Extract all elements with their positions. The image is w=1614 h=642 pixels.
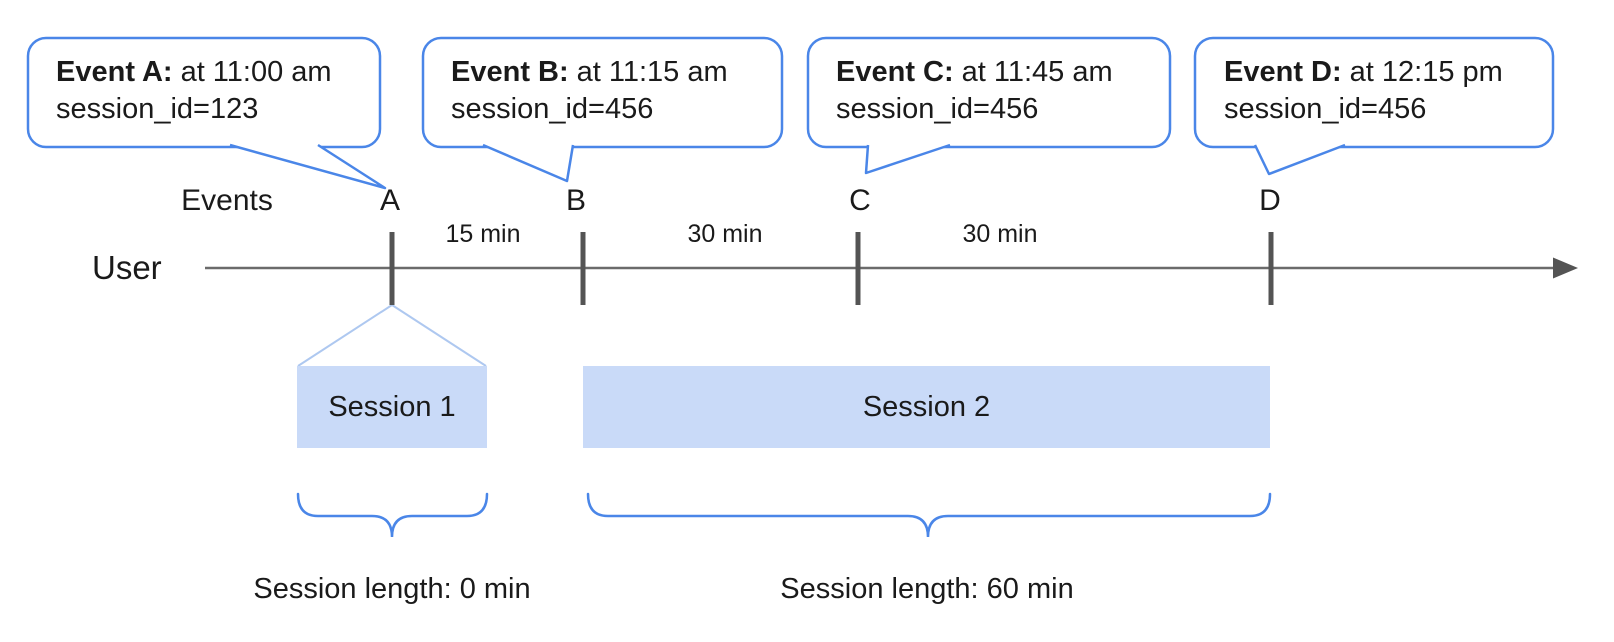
event-c-letter: C: [849, 184, 871, 217]
bubble-a-tail: [229, 143, 387, 190]
interval-b-c-label: 30 min: [687, 220, 763, 248]
bubble-b-shape: [421, 36, 784, 149]
event-c-bubble-line1: Event C:at 11:45 am: [836, 54, 1113, 91]
timeline-arrow: [205, 257, 1578, 279]
event-d-bubble: Event D:at 12:15 pm session_id=456: [1224, 54, 1503, 128]
event-d-bubble-line1: Event D:at 12:15 pm: [1224, 54, 1503, 91]
event-b-session-id: session_id=456: [451, 93, 654, 125]
session-length-braces: [296, 492, 1272, 538]
interval-a-b-label: 15 min: [445, 220, 521, 248]
event-c-time: at 11:45 am: [961, 56, 1113, 88]
event-a-title: Event A:: [56, 56, 173, 88]
session1-brace: [296, 492, 489, 538]
event-b-time: at 11:15 am: [576, 56, 728, 88]
session2-length-label: Session length: 60 min: [780, 573, 1074, 605]
event-d-letter: D: [1259, 184, 1281, 217]
session1-length-label: Session length: 0 min: [253, 573, 531, 605]
event-c-bubble: Event C:at 11:45 am session_id=456: [836, 54, 1113, 128]
event-b-letter: B: [565, 184, 587, 217]
arrowhead-icon: [1553, 257, 1578, 279]
session1-funnel-lines: [297, 304, 487, 367]
session2-box: [583, 366, 1270, 448]
session1-box: [297, 366, 487, 448]
user-row-label: User: [92, 249, 162, 286]
bubble-d-shape: [1193, 36, 1555, 149]
bubble-d-tail: [1253, 143, 1346, 176]
events-axis-label: Events: [181, 184, 273, 217]
session2-brace: [586, 492, 1272, 538]
event-b-bubble: Event B:at 11:15 am session_id=456: [451, 54, 728, 128]
bubble-a-shape: [26, 36, 382, 149]
event-c-session-id: session_id=456: [836, 93, 1039, 125]
event-b-title: Event B:: [451, 56, 569, 88]
event-a-session-id: session_id=123: [56, 93, 259, 125]
event-d-time: at 12:15 pm: [1349, 56, 1503, 88]
event-a-bubble: Event A:at 11:00 am session_id=123: [56, 54, 332, 128]
event-b-bubble-line1: Event B:at 11:15 am: [451, 54, 728, 91]
event-c-title: Event C:: [836, 56, 954, 88]
event-d-title: Event D:: [1224, 56, 1342, 88]
event-ticks: [389, 232, 1274, 305]
bubble-b-tail: [482, 143, 575, 183]
event-d-session-id: session_id=456: [1224, 93, 1427, 125]
event-a-bubble-line1: Event A:at 11:00 am: [56, 54, 332, 91]
session1-label: Session 1: [328, 390, 456, 423]
interval-c-d-label: 30 min: [962, 220, 1038, 248]
event-a-letter: A: [379, 184, 401, 217]
bubble-c-shape: [806, 36, 1172, 149]
speech-bubble-shapes: [26, 36, 1555, 190]
event-a-time: at 11:00 am: [180, 56, 332, 88]
session2-label: Session 2: [862, 390, 991, 423]
bubble-c-tail: [864, 143, 951, 175]
